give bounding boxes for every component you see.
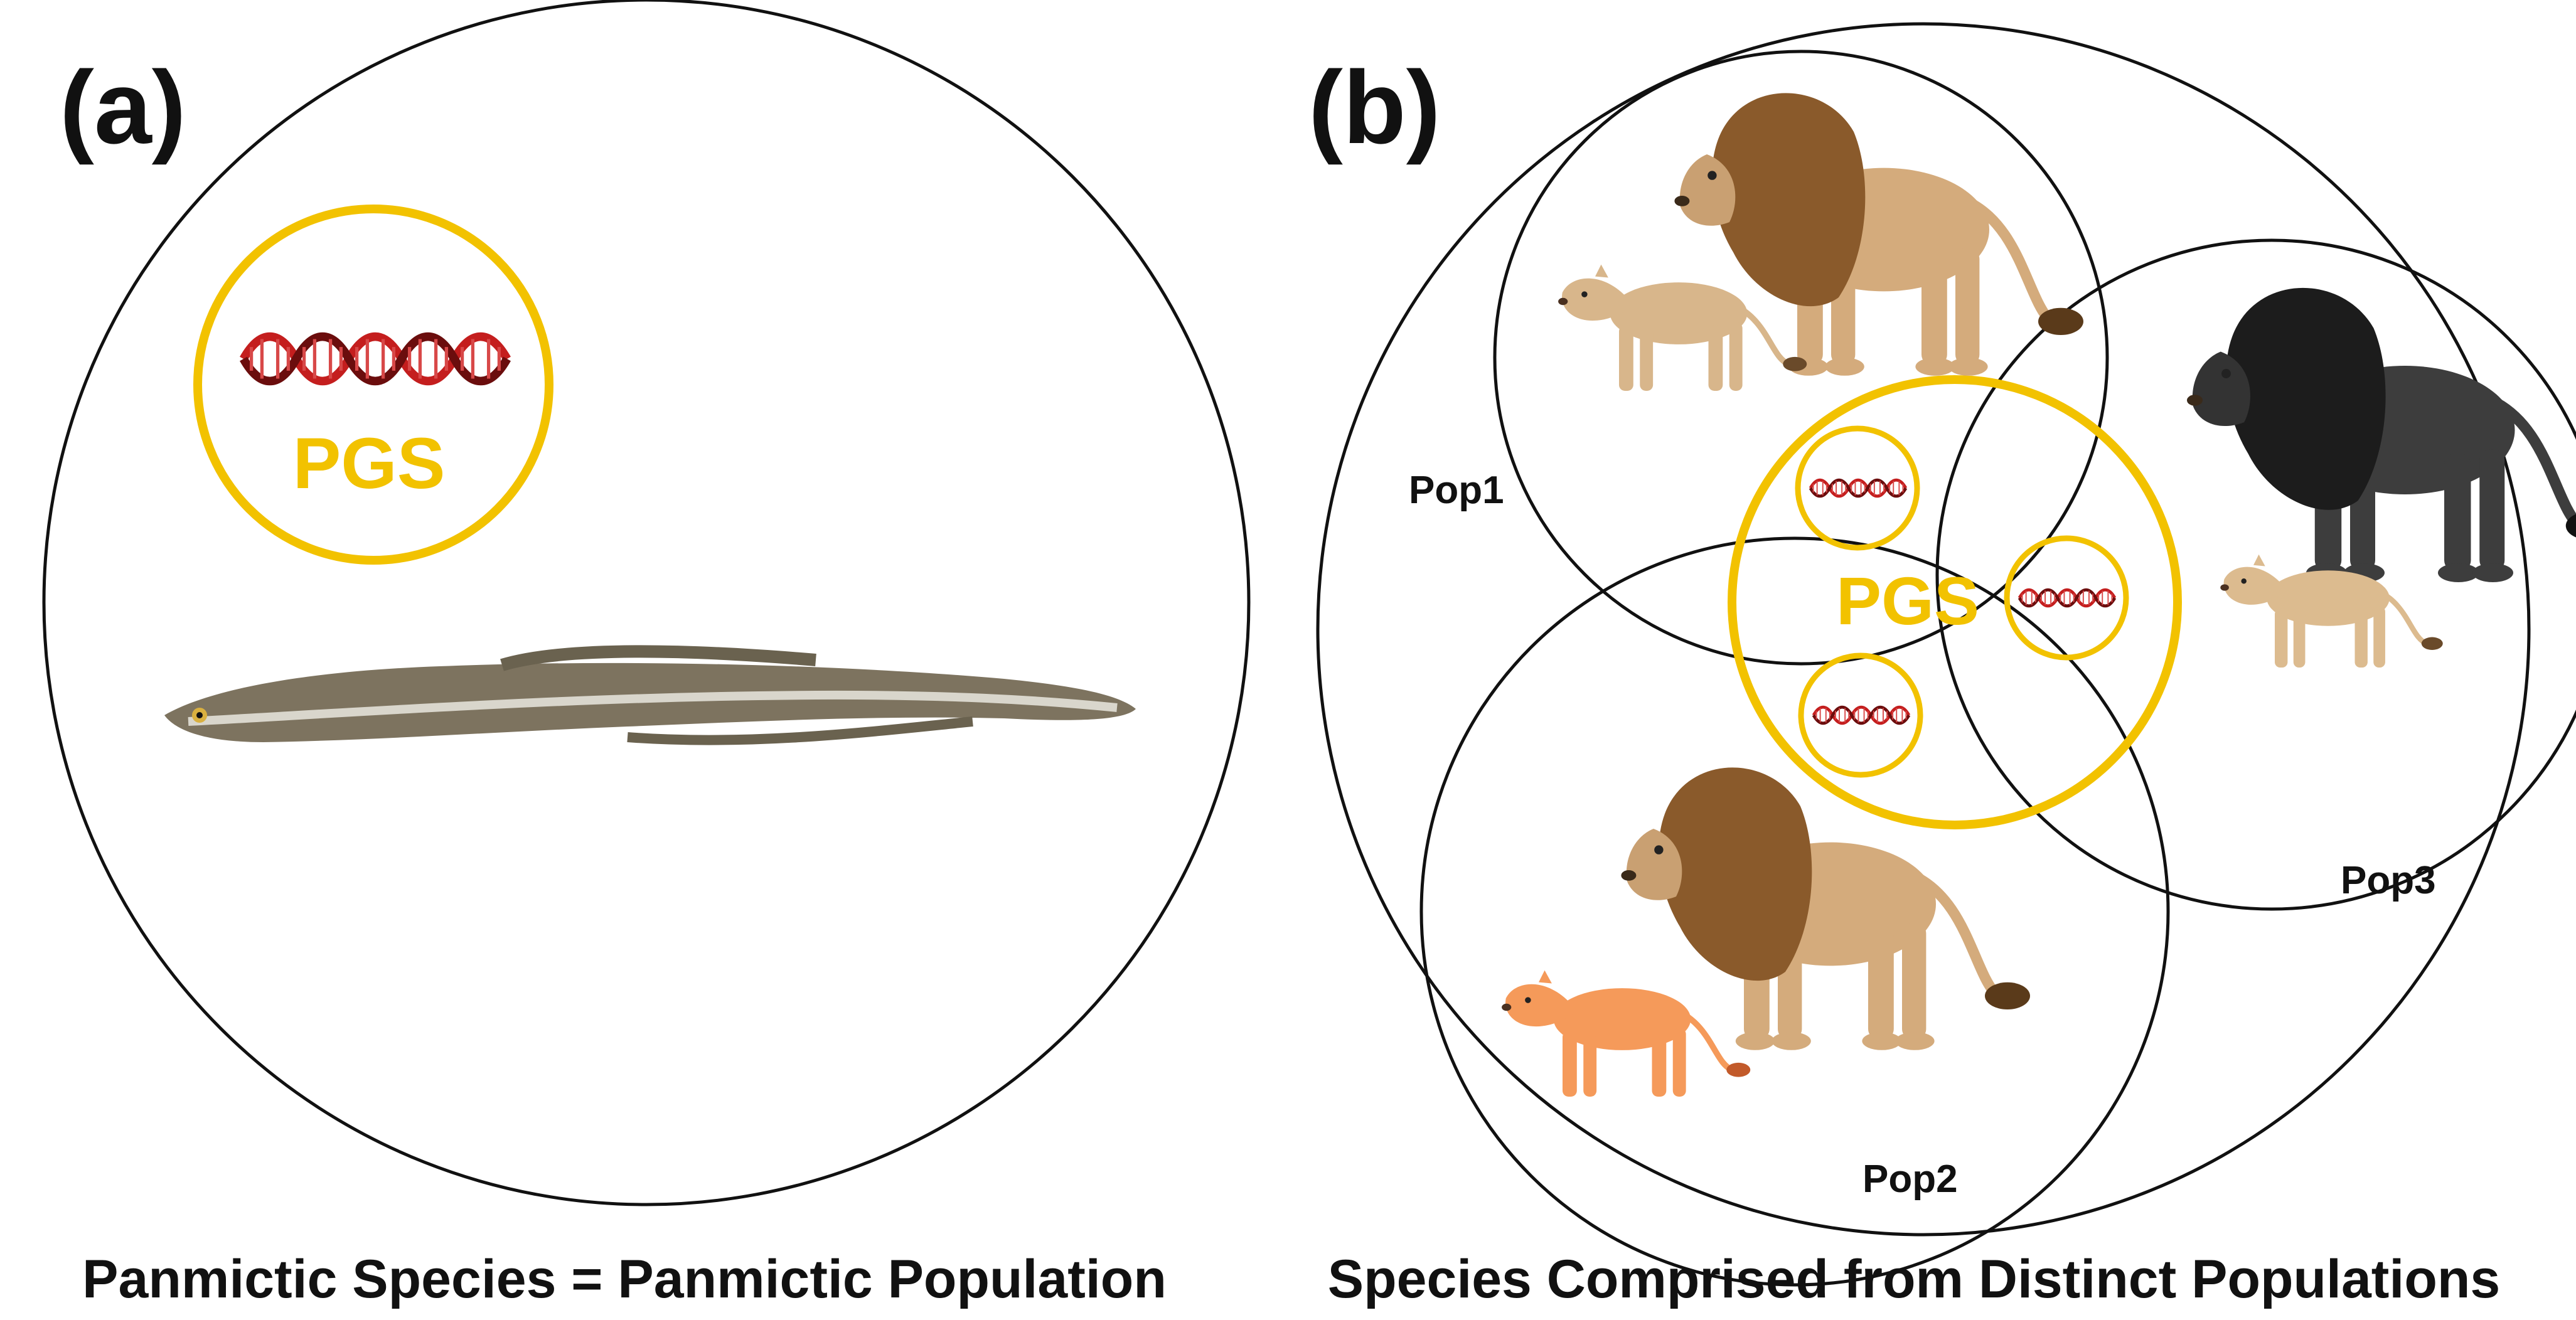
pgs-label-b: PGS (1836, 563, 1979, 639)
lioness-icon (2220, 554, 2443, 668)
pop2-label: Pop2 (1863, 1158, 1958, 1201)
population-circle-pop2 (1419, 536, 2170, 1287)
panel-b-letter: (b) (1308, 50, 1441, 165)
pop1-label: Pop1 (1409, 469, 1504, 512)
panel-b: (b) Pop1 Pop2 Pop3 PGS Species Comprised… (1308, 22, 2576, 1309)
panmictic-population-circle (42, 0, 1251, 1206)
dna-helix-icon (2019, 590, 2115, 606)
population-circle-pop3 (1935, 238, 2576, 911)
species-circle (1316, 22, 2531, 1237)
eel-icon (164, 645, 1136, 745)
pop2-pgs-circle (1798, 652, 1923, 778)
pgs-circle-a (193, 205, 553, 565)
caption-b: Species Comprised from Distinct Populati… (1328, 1249, 2500, 1309)
orange-lioness-icon (1502, 970, 1751, 1097)
dna-helix-icon (243, 337, 507, 381)
pop3-label: Pop3 (2341, 859, 2436, 902)
panel-a: (a) PGS Panmictic Species = Panmictic Po… (42, 0, 1251, 1309)
black-lion-icon (2187, 287, 2576, 582)
caption-a: Panmictic Species = Panmictic Population (82, 1249, 1167, 1309)
pop3-pgs-circle (2004, 535, 2129, 661)
population-circle-pop1 (1493, 50, 2109, 666)
dna-helix-icon (1814, 707, 1909, 723)
pgs-label-a: PGS (293, 423, 446, 504)
dna-helix-icon (1810, 480, 1906, 496)
panel-a-letter: (a) (60, 50, 186, 165)
pop1-pgs-circle (1795, 425, 1920, 551)
pgs-circle-b (1728, 375, 2182, 829)
